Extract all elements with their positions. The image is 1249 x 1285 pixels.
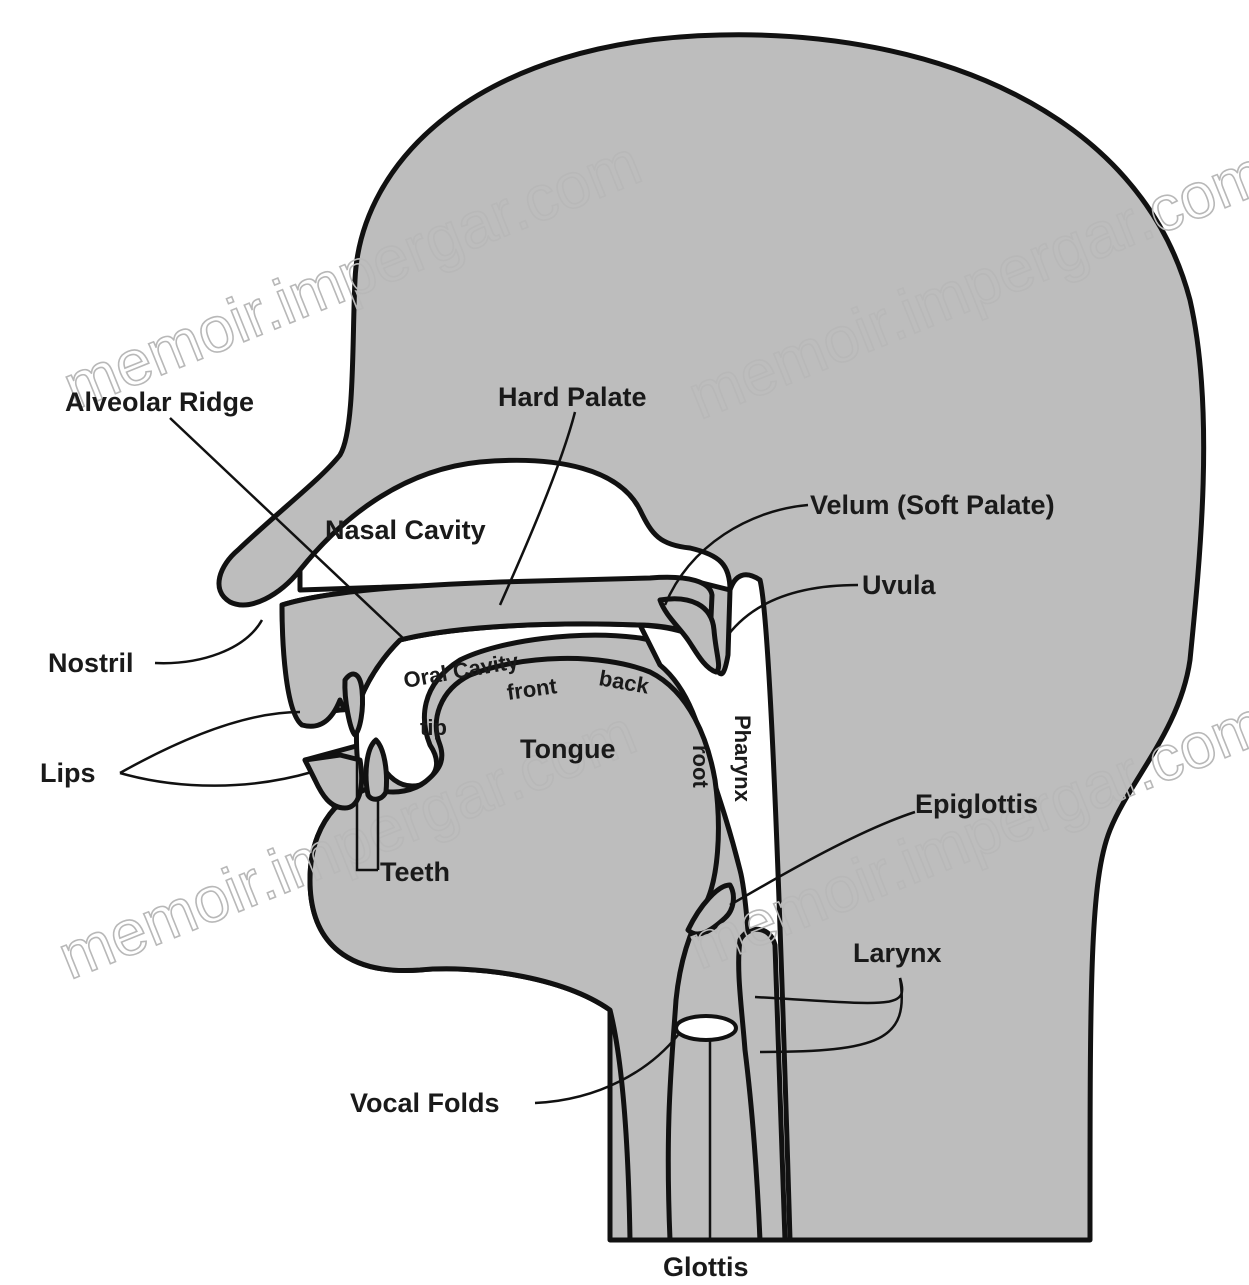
label-root: root xyxy=(688,745,713,788)
leader-nostril xyxy=(155,620,262,663)
label-velum: Velum (Soft Palate) xyxy=(810,490,1055,520)
leader-lips-lower xyxy=(120,772,312,786)
lower-lip xyxy=(305,755,362,808)
label-vocal-folds: Vocal Folds xyxy=(350,1088,500,1118)
leader-lips-upper xyxy=(120,712,300,773)
upper-teeth xyxy=(345,674,363,735)
label-pharynx: Pharynx xyxy=(730,715,755,803)
label-tip: tip xyxy=(420,715,447,740)
label-alveolar-ridge: Alveolar Ridge xyxy=(65,387,254,417)
vocal-folds xyxy=(676,1016,736,1040)
label-uvula: Uvula xyxy=(862,570,937,600)
label-lips: Lips xyxy=(40,758,96,788)
label-tongue: Tongue xyxy=(520,734,615,764)
label-epiglottis: Epiglottis xyxy=(915,789,1038,819)
label-nostril: Nostril xyxy=(48,648,134,678)
label-glottis: Glottis xyxy=(663,1252,749,1282)
label-teeth: Teeth xyxy=(380,857,450,887)
label-nasal-cavity: Nasal Cavity xyxy=(325,515,486,545)
label-larynx: Larynx xyxy=(853,938,942,968)
label-hard-palate: Hard Palate xyxy=(498,382,647,412)
